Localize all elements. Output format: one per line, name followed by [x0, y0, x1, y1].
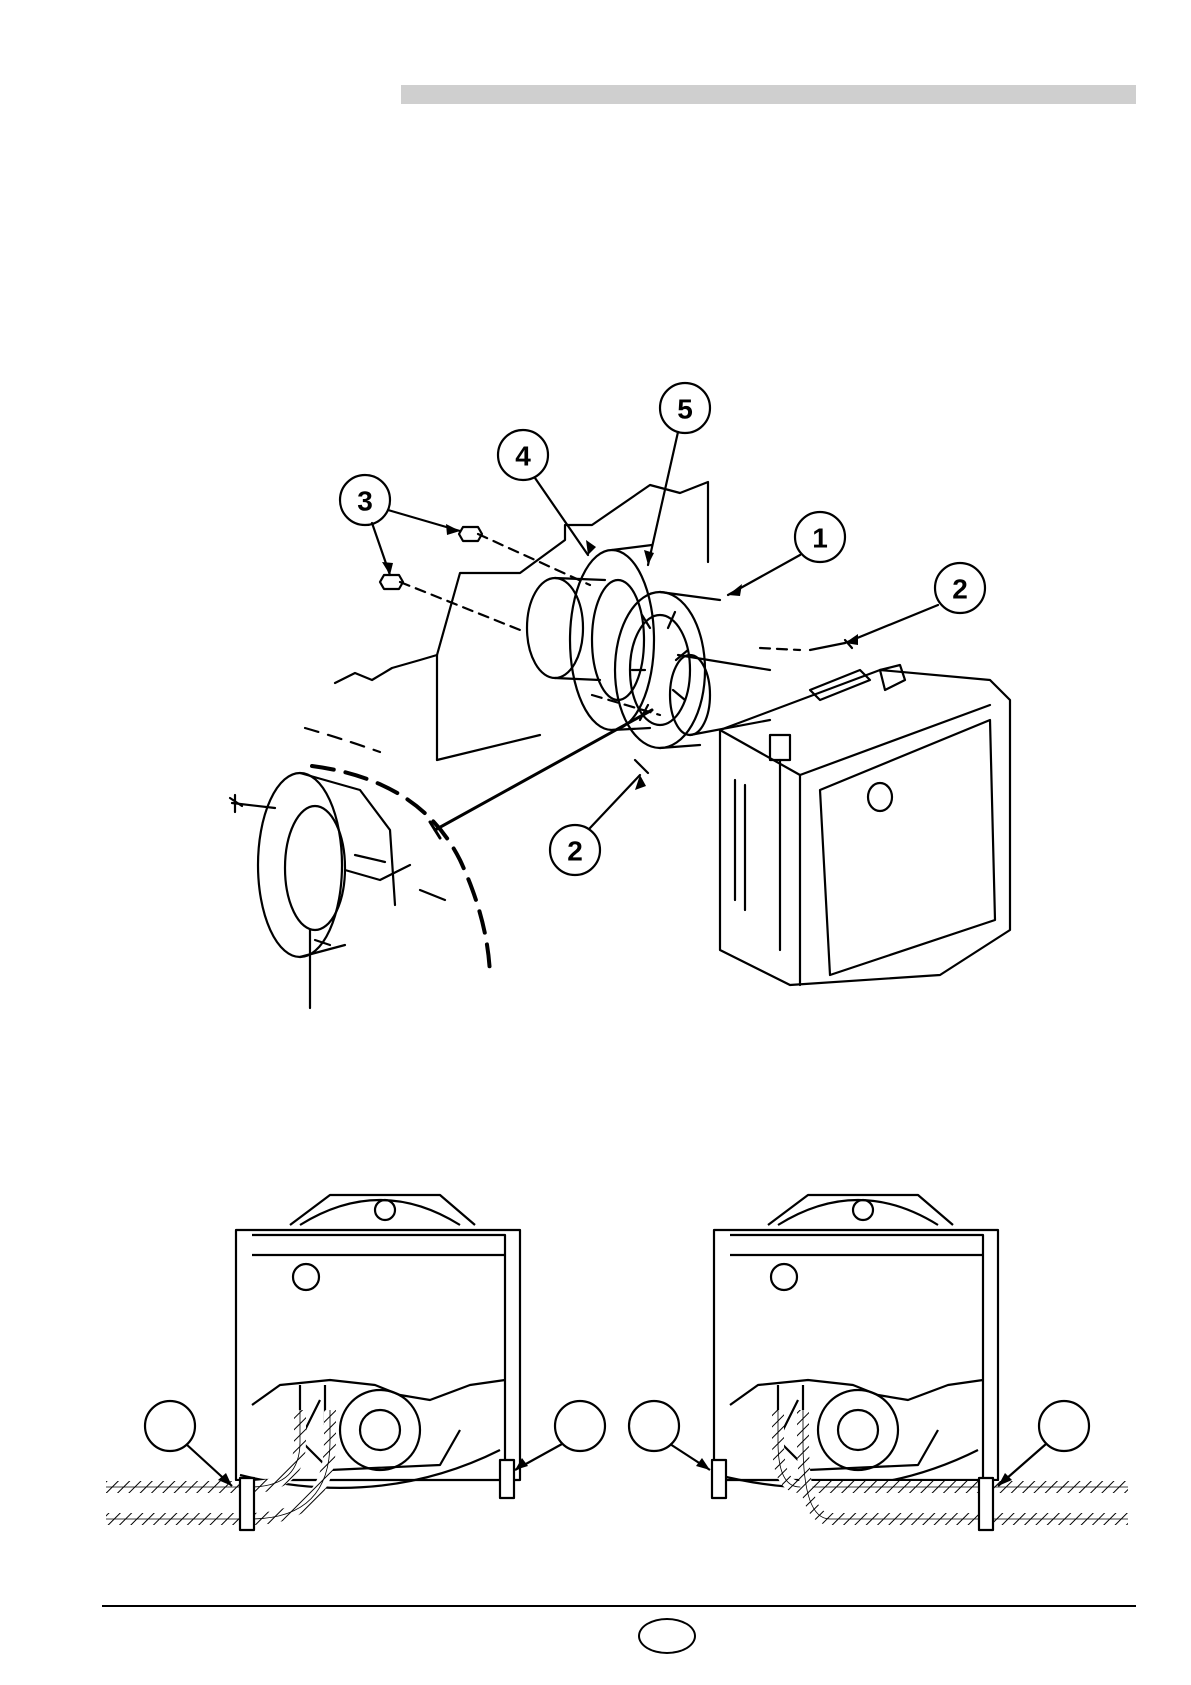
hose-routing-left-view	[106, 1195, 605, 1530]
callout-right-a	[629, 1401, 679, 1451]
callout-left-b	[555, 1401, 605, 1451]
callout-left-a	[145, 1401, 195, 1451]
burner-assembly-exploded-diagram: 1 2 2 3 4 5	[0, 0, 1191, 1040]
hose-routing-right-view	[629, 1195, 1128, 1530]
screw-2-lower	[635, 760, 648, 773]
callout-4: 4	[515, 441, 531, 472]
language-page-oval	[638, 1618, 696, 1654]
hose-routing-diagrams	[0, 1180, 1191, 1590]
callout-right-b	[1039, 1401, 1089, 1451]
callout-2a: 2	[952, 574, 968, 605]
footer-rule	[102, 1605, 1136, 1607]
wall-opening-sleeve	[527, 578, 583, 678]
callout-3: 3	[357, 486, 373, 517]
callout-2b: 2	[567, 836, 583, 867]
burner-body	[720, 665, 1010, 985]
callout-1: 1	[812, 523, 828, 554]
callout-5: 5	[677, 394, 693, 425]
boiler-wall-break-left	[335, 655, 437, 683]
screw-2-upper	[810, 643, 845, 650]
detail-inset-flange	[230, 773, 445, 1008]
boiler-wall-outline	[437, 482, 708, 760]
